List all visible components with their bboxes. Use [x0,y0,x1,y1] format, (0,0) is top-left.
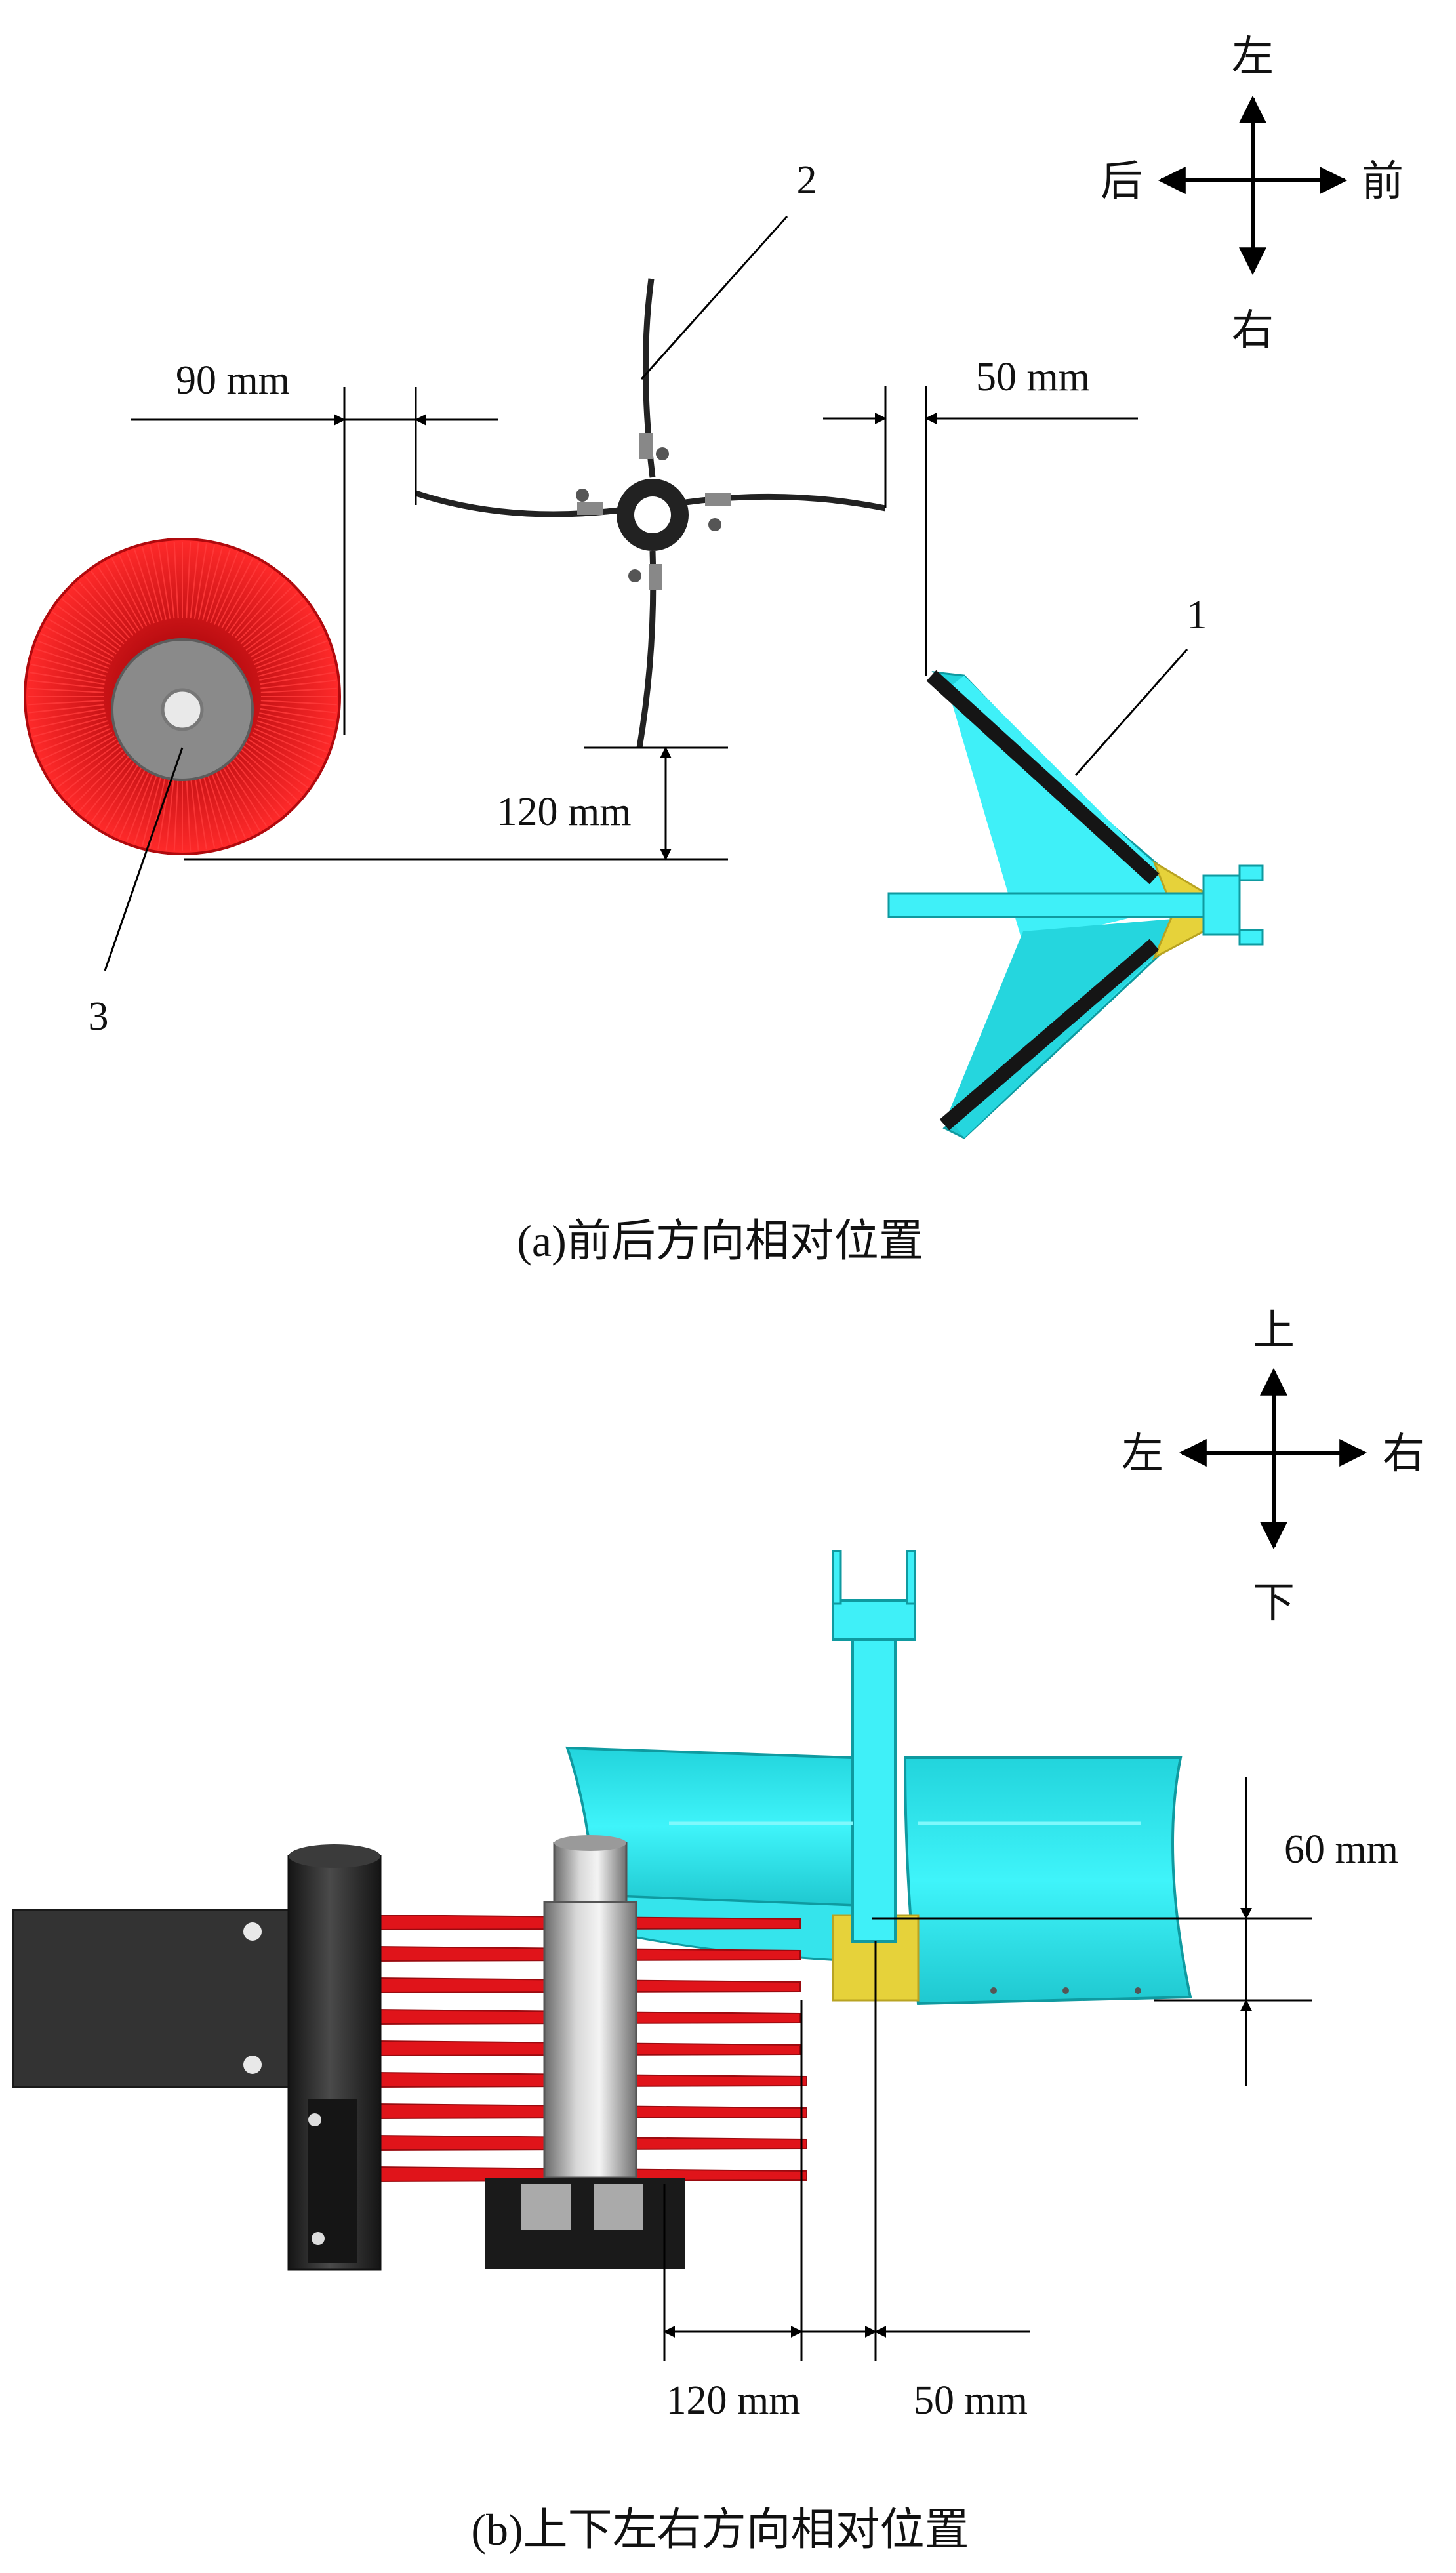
dimension-lines-a [104,215,1188,971]
compass-b-right: 右 [1383,1430,1425,1477]
brush-disc [24,538,341,855]
compass-b [1179,1368,1367,1550]
dimension-lines-b [663,1777,1312,2361]
compass-a [1158,95,1348,275]
dim-120mm-a: 120 mm [497,790,632,834]
callout-3: 3 [89,994,109,1039]
compass-b-left: 左 [1122,1430,1163,1477]
dim-50mm-a: 50 mm [976,355,1090,399]
caption-a: (a)前后方向相对位置 [517,1216,923,1266]
mounting-plate [12,1909,323,2088]
v-plow-top-view [887,670,1264,1139]
dim-120mm-b: 120 mm [666,2378,801,2423]
plow-front-view [565,1550,1192,2006]
panel-b: 上 左 右 下 [12,1307,1425,2555]
vertical-post [287,1844,382,2271]
compass-b-down: 下 [1253,1579,1295,1626]
brush-shaft [485,1835,685,2269]
compass-a-down: 右 [1232,307,1274,354]
compass-a-up: 左 [1232,33,1274,80]
dim-50mm-b: 50 mm [914,2378,1028,2423]
callout-1: 1 [1187,593,1207,638]
dim-60mm: 60 mm [1284,1827,1398,1872]
callout-2: 2 [797,158,817,203]
compass-a-left: 后 [1101,158,1143,205]
compass-a-right: 前 [1362,158,1404,205]
caption-b: (b)上下左右方向相对位置 [471,2505,969,2555]
dim-90mm: 90 mm [176,358,290,403]
rotary-tine-assembly [415,278,886,748]
panel-a: 左 后 前 右 [24,33,1404,1266]
compass-b-up: 上 [1253,1307,1295,1354]
